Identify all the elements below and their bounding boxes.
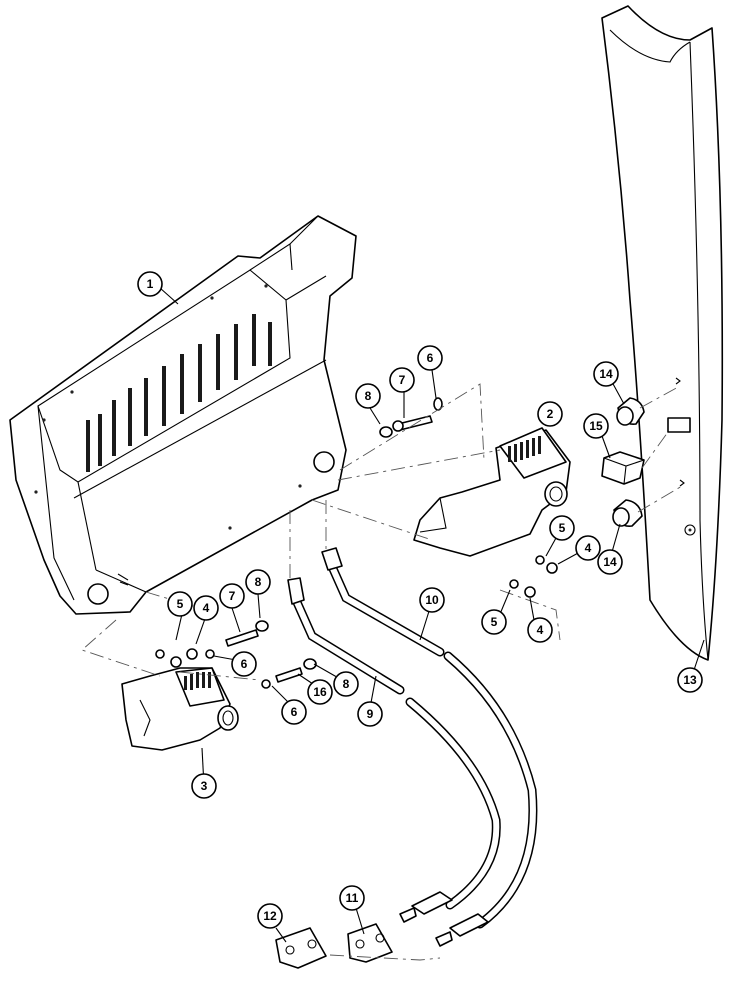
knob-lower <box>612 499 643 527</box>
callout-3: 3 <box>191 773 217 799</box>
callout-5b-label: 5 <box>491 615 498 629</box>
callout-15-label: 15 <box>589 419 603 433</box>
callout-8c-label: 8 <box>343 677 350 691</box>
clamp-12 <box>275 927 327 969</box>
outlet-duct-right <box>413 427 571 557</box>
callout-9: 9 <box>357 701 383 727</box>
callout-7b: 7 <box>219 583 245 609</box>
callout-13: 13 <box>677 667 703 693</box>
callout-8a: 8 <box>355 383 381 409</box>
callout-3-label: 3 <box>201 779 208 793</box>
callout-10: 10 <box>419 587 445 613</box>
callout-1: 1 <box>137 271 163 297</box>
callout-4a-label: 4 <box>585 541 592 555</box>
callout-7a: 7 <box>389 367 415 393</box>
callout-8a-label: 8 <box>365 389 372 403</box>
callout-6c: 6 <box>281 699 307 725</box>
callout-11-label: 11 <box>346 891 359 905</box>
callout-14b-label: 14 <box>603 555 617 569</box>
callout-8b: 8 <box>245 569 271 595</box>
switch <box>601 451 645 485</box>
callout-15: 15 <box>583 413 609 439</box>
callout-12-label: 12 <box>263 909 277 923</box>
callout-4b: 4 <box>527 617 553 643</box>
callout-1-label: 1 <box>147 277 154 291</box>
callout-6a-label: 6 <box>427 351 434 365</box>
fasteners <box>155 397 558 689</box>
callout-12: 12 <box>257 903 283 929</box>
callout-6b: 6 <box>231 651 257 677</box>
callout-4b-label: 4 <box>537 623 544 637</box>
callout-2: 2 <box>537 401 563 427</box>
callout-5c: 5 <box>167 591 193 617</box>
callout-5a: 5 <box>549 515 575 541</box>
callout-14b: 14 <box>597 549 623 575</box>
callout-5b: 5 <box>481 609 507 635</box>
alignment-lines <box>81 383 561 961</box>
outlet-duct-left <box>121 667 239 751</box>
callout-6b-label: 6 <box>241 657 248 671</box>
hose-assembly-9 <box>287 577 501 923</box>
callout-14a-label: 14 <box>599 367 613 381</box>
callout-4c-label: 4 <box>203 601 210 615</box>
clamp-11 <box>347 923 393 963</box>
callout-13-label: 13 <box>683 673 697 687</box>
callout-8c: 8 <box>333 671 359 697</box>
callout-7b-label: 7 <box>229 589 236 603</box>
callout-14a: 14 <box>593 361 619 387</box>
callout-6c-label: 6 <box>291 705 298 719</box>
callout-5a-label: 5 <box>559 521 566 535</box>
callout-10-label: 10 <box>425 593 439 607</box>
knob-upper <box>616 397 645 426</box>
callout-16-label: 16 <box>313 685 327 699</box>
callout-9-label: 9 <box>367 707 374 721</box>
hose-assembly-10 <box>321 547 538 947</box>
callout-4c: 4 <box>193 595 219 621</box>
callout-6a: 6 <box>417 345 443 371</box>
pillar-trim-panel <box>601 5 724 661</box>
callout-4a: 4 <box>575 535 601 561</box>
callout-5c-label: 5 <box>177 597 184 611</box>
callout-16: 16 <box>307 679 333 705</box>
callout-2-label: 2 <box>547 407 554 421</box>
callout-7a-label: 7 <box>399 373 406 387</box>
callout-8b-label: 8 <box>255 575 262 589</box>
heater-housing <box>9 215 357 615</box>
callout-11: 11 <box>339 885 365 911</box>
